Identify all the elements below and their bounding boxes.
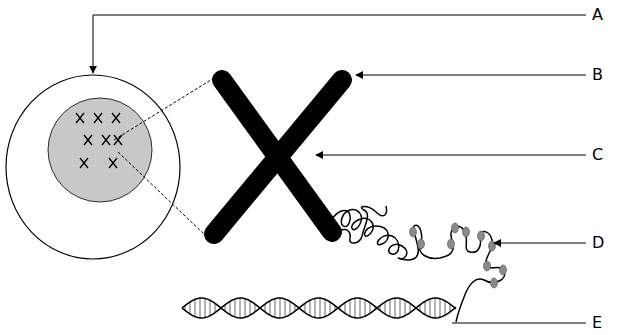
callout-letter: A [592,7,603,23]
callout-letter: E [592,315,602,331]
zoom-line [118,152,206,236]
chromatin [330,206,505,322]
nucleus [48,98,152,202]
leader-lines [93,15,586,323]
callout-letter: C [592,147,603,163]
nucleosomes [410,223,507,288]
callout-letter: B [592,67,603,83]
chromosome [214,80,342,234]
callout-letter: D [592,235,604,251]
cell-outline [6,75,180,259]
zoom-line [114,78,214,140]
dna-helix [182,298,456,318]
chromosome-symbols [76,113,122,168]
